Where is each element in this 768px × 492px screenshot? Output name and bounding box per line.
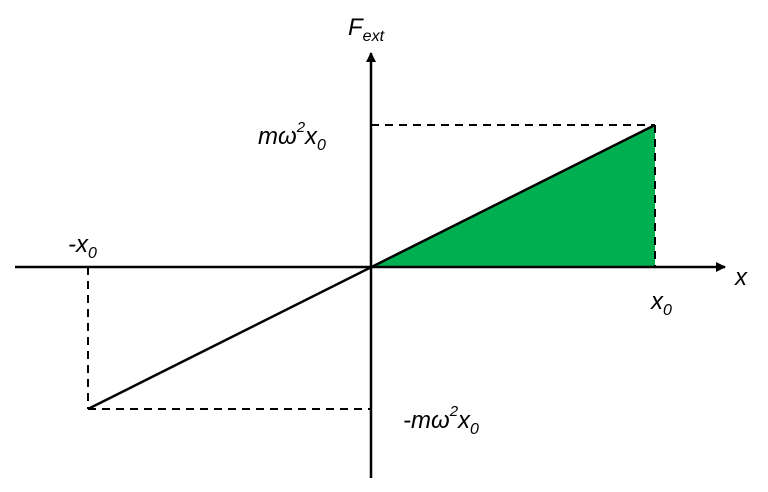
f-min-label: -mω2x0 [403, 403, 479, 438]
x-axis-label: x [735, 264, 747, 291]
neg-x0-label: -x0 [68, 231, 97, 262]
y-axis-label: Fext [348, 14, 385, 45]
force-line [87, 123, 656, 411]
x0-label: x0 [651, 288, 672, 319]
f-max-label: mω2x0 [258, 119, 326, 154]
